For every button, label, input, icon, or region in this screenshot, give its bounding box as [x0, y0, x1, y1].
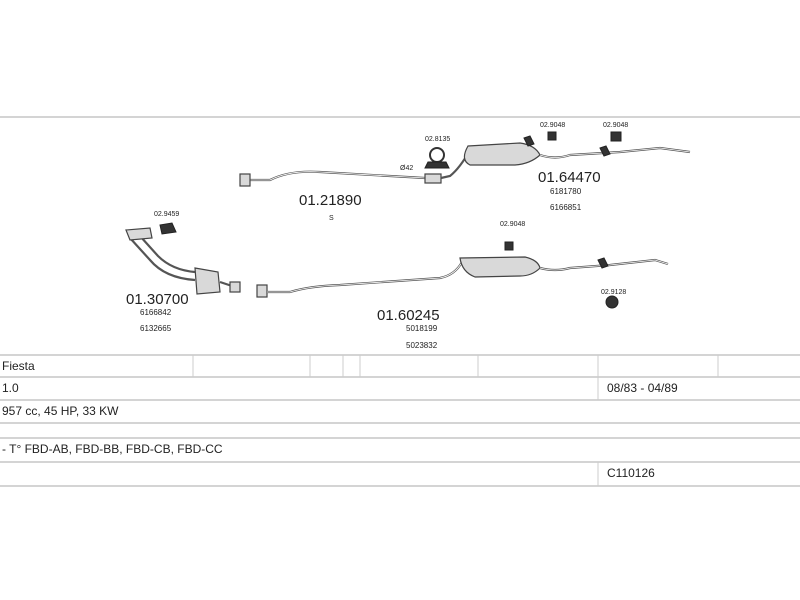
muffler-icon	[459, 256, 541, 278]
oem-number: 6166851	[550, 203, 582, 212]
engine-specs: 957 cc, 45 HP, 33 KW	[2, 404, 119, 418]
oem-number: 5018199	[406, 324, 438, 333]
engine-codes: - T° FBD-AB, FBD-BB, FBD-CB, FBD-CC	[2, 442, 223, 456]
vehicle-model: Fiesta	[2, 359, 35, 373]
rubber-mount-icon	[610, 131, 622, 142]
oem-number: 6181780	[550, 187, 582, 196]
accessory-code: 02.9048	[603, 122, 628, 129]
hanger-icon	[597, 257, 609, 269]
accessory-code: 02.9048	[540, 122, 565, 129]
muffler-icon	[463, 142, 541, 166]
part-code-01-21890: 01.21890	[299, 192, 362, 209]
hanger-icon	[523, 135, 535, 147]
oem-number: 5023832	[406, 341, 438, 350]
center-muffler-part	[256, 256, 669, 298]
part-sub-label: S	[329, 215, 334, 222]
rear-muffler-part	[440, 135, 691, 180]
mount-02-9459	[159, 222, 177, 235]
flange-icon	[125, 227, 153, 241]
production-years: 08/83 - 04/89	[607, 381, 678, 395]
part-code-01-60245: 01.60245	[377, 307, 440, 324]
front-pipe-part	[239, 170, 442, 187]
accessory-code: 02.8135	[425, 136, 450, 143]
mount-02-9048-c	[504, 241, 514, 251]
accessory-code: 02.9128	[601, 289, 626, 296]
part-code-01-30700: 01.30700	[126, 291, 189, 308]
rubber-mount-icon	[504, 241, 514, 251]
oem-number: 6132665	[140, 324, 172, 333]
flange-icon	[229, 281, 241, 293]
part-code-01-64470: 01.64470	[538, 169, 601, 186]
mount-02-9048-a	[547, 131, 557, 141]
flange-icon	[239, 173, 251, 187]
set-code: C110126	[607, 466, 655, 480]
catalytic-converter-part	[125, 227, 241, 295]
rubber-mount-icon	[547, 131, 557, 141]
mount-02-9128	[605, 295, 619, 309]
accessory-code: 02.9459	[154, 211, 179, 218]
converter-icon	[194, 267, 221, 295]
engine-size: 1.0	[2, 381, 19, 395]
mount-02-8135	[424, 147, 450, 169]
gasket-icon	[159, 222, 177, 235]
mount-02-9048-b	[610, 131, 622, 142]
pipe-clamp-icon	[424, 173, 442, 184]
pipe-diameter-label: Ø42	[400, 165, 413, 172]
accessory-code: 02.9048	[500, 221, 525, 228]
flange-icon	[256, 284, 268, 298]
rubber-mount-icon	[429, 147, 445, 163]
rubber-mount-icon	[605, 295, 619, 309]
hanger-icon	[599, 145, 611, 157]
oem-number: 6166842	[140, 308, 172, 317]
